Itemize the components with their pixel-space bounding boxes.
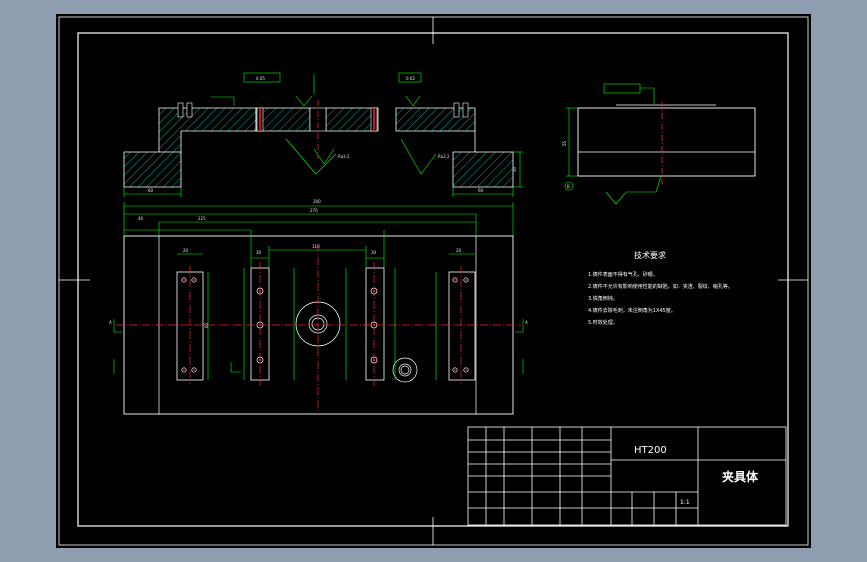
material-label: HT200 bbox=[634, 445, 667, 456]
dim-center-span: 110 bbox=[312, 244, 320, 249]
side-view-outline bbox=[577, 107, 756, 177]
part-name: 夹具体 bbox=[722, 469, 759, 484]
dim-top-overall: 270 bbox=[310, 208, 318, 213]
dim-slot-width-1: 30 bbox=[256, 250, 262, 255]
scale-label: 1:1 bbox=[680, 499, 690, 506]
section-view: 60 60 30 0.05 0.02 Ra3.2 Ra3.2 bbox=[123, 72, 523, 197]
dim-inner-span: 225 bbox=[198, 216, 206, 221]
dim-side-view-height: 55 bbox=[562, 140, 567, 146]
tech-req-item: 1.铸件表面不得有气孔、砂眼。 bbox=[588, 271, 658, 278]
hatch-center-left bbox=[255, 107, 311, 132]
dim-side-height: 30 bbox=[512, 166, 517, 172]
dim-bore-width-1: 20 bbox=[183, 248, 189, 253]
tech-req-item: 3.锐角倒钝。 bbox=[588, 295, 618, 302]
tech-req-item: 5.时效处理。 bbox=[588, 319, 618, 326]
dim-left-foot: 60 bbox=[148, 188, 154, 193]
gdt-flatness: 0.05 bbox=[256, 76, 265, 81]
hatch-left-foot bbox=[123, 107, 257, 188]
dim-left-offset: 40 bbox=[138, 216, 144, 221]
section-label-left: A bbox=[109, 320, 112, 325]
block-4 bbox=[448, 271, 476, 381]
roughness-label-2: Ra3.2 bbox=[438, 154, 450, 159]
dim-right-foot: 60 bbox=[478, 188, 484, 193]
gdt-parallel: 0.02 bbox=[406, 76, 415, 81]
outer-frame bbox=[58, 16, 809, 546]
hatch-center-right bbox=[325, 107, 379, 132]
dim-bore-width-2: 20 bbox=[456, 248, 462, 253]
datum-label: B bbox=[567, 184, 570, 189]
title-block bbox=[467, 426, 787, 526]
tech-req-item: 2.铸件不允许有影响使用性能的缺陷，如：夹渣、裂纹、缩孔等。 bbox=[588, 283, 733, 290]
block-3 bbox=[365, 267, 385, 381]
tech-requirements-heading: 技术要求 bbox=[634, 250, 666, 260]
dim-total-length: 300 bbox=[313, 199, 321, 204]
hatch-right-foot bbox=[395, 107, 514, 188]
tech-requirements: 技术要求 1.铸件表面不得有气孔、砂眼。 2.铸件不允许有影响使用性能的缺陷，如… bbox=[588, 250, 733, 326]
roughness-label-1: Ra3.2 bbox=[338, 154, 350, 159]
dim-slot-width-2: 30 bbox=[371, 250, 377, 255]
dim-base-height: 60 bbox=[204, 322, 209, 328]
plan-view: 300 270 225 40 110 30 30 20 20 60 A A bbox=[109, 199, 528, 415]
cad-viewport[interactable]: 60 60 30 0.05 0.02 Ra3.2 Ra3.2 55 B bbox=[56, 14, 811, 548]
engineering-drawing: 60 60 30 0.05 0.02 Ra3.2 Ra3.2 55 B bbox=[58, 16, 809, 546]
section-label-right: A bbox=[525, 320, 528, 325]
side-view: 55 B bbox=[562, 83, 756, 205]
center-marks bbox=[59, 17, 808, 545]
tech-req-item: 4.铸件去除毛刺，未注倒角为1X45度。 bbox=[588, 307, 676, 314]
side-bore bbox=[392, 357, 418, 383]
